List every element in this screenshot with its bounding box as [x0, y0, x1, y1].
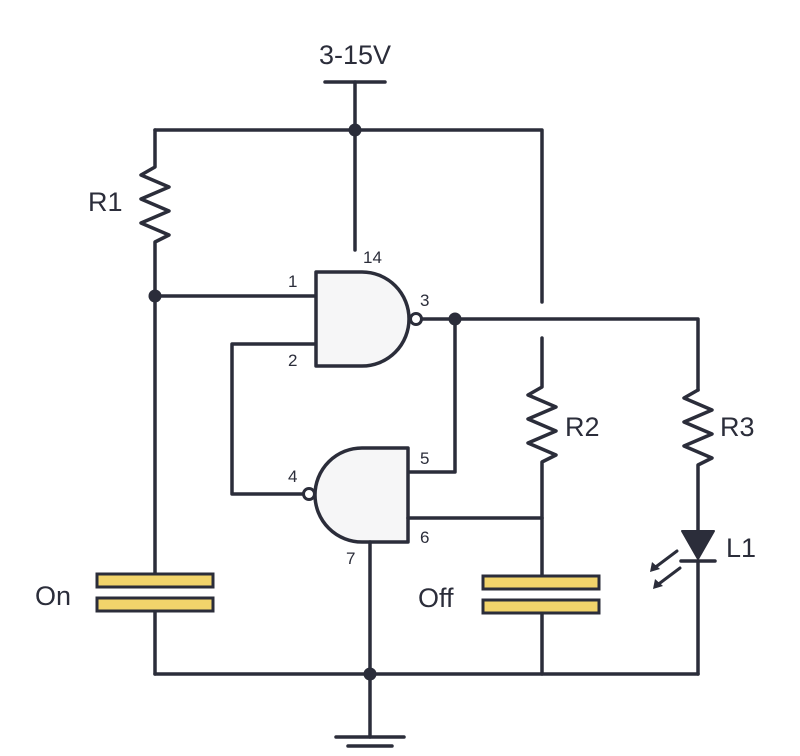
junction-dot — [363, 667, 377, 681]
led-l1 — [681, 530, 715, 560]
cross-couple-wire-a — [230, 342, 318, 496]
gate1-output-wire — [420, 317, 700, 392]
nand-gate-lower — [313, 446, 410, 544]
r2-resistor — [526, 336, 558, 580]
top-rail-wire — [153, 128, 544, 304]
light-emission-arrows-icon — [650, 549, 682, 589]
pin-1-label: 1 — [288, 272, 297, 291]
r3-label: R3 — [720, 412, 755, 442]
off-label: Off — [418, 583, 454, 613]
pin-6-label: 6 — [420, 528, 429, 547]
cross-couple-wire-b — [406, 317, 457, 474]
r1-label: R1 — [88, 187, 123, 217]
r3-resistor — [682, 388, 714, 533]
junction-dot — [448, 312, 462, 326]
nand-gate-upper — [314, 270, 411, 368]
on-label: On — [35, 581, 71, 611]
ground-symbol-icon — [334, 735, 406, 748]
junction-dot — [348, 123, 362, 137]
pin-2-label: 2 — [288, 351, 297, 370]
pin-5-label: 5 — [420, 449, 429, 468]
pin-7-label: 7 — [346, 549, 355, 568]
on-pad-top — [95, 572, 215, 589]
gate2-input-bubble — [302, 487, 316, 501]
r2-label: R2 — [565, 412, 600, 442]
off-pad-bottom — [481, 598, 601, 615]
off-pad-top — [481, 574, 601, 591]
r1-resistor — [139, 128, 171, 578]
junction-dot — [148, 289, 162, 303]
on-pad-bottom — [95, 596, 215, 613]
led-label: L1 — [726, 533, 756, 563]
gate1-output-bubble — [409, 312, 423, 326]
pin-3-label: 3 — [420, 291, 429, 310]
pin-4-label: 4 — [288, 467, 297, 486]
supply-label: 3-15V — [319, 40, 391, 70]
pin-14-label: 14 — [363, 248, 382, 267]
